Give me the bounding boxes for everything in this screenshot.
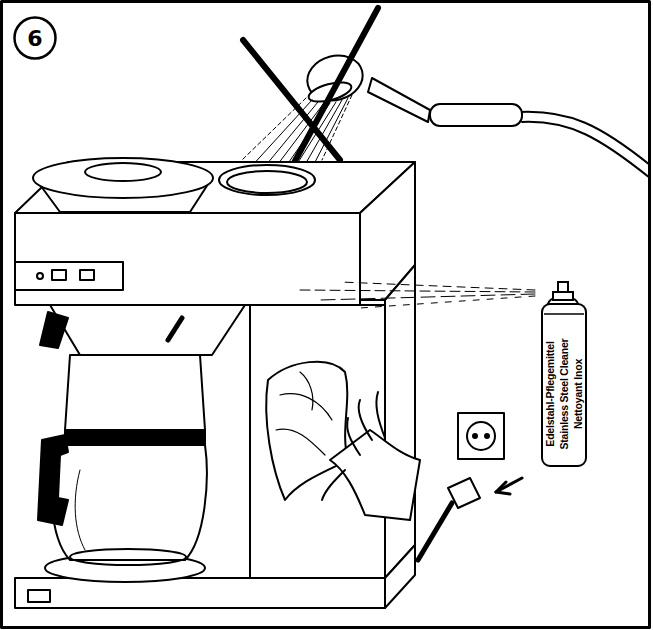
product-label: Stainless Steel Cleaner: [557, 339, 571, 450]
hose: [520, 112, 650, 165]
callout-text-holder: 6: [13, 16, 57, 60]
callout-circle: 6: [13, 16, 57, 60]
can-seam: [544, 313, 584, 315]
spray-can-body: [542, 304, 586, 466]
water-opening: [219, 165, 315, 195]
control-panel: [15, 262, 123, 290]
machine-base: [15, 578, 385, 608]
product-label: Edelstahl-Pflegemittel: [543, 341, 557, 446]
basket-lid: [85, 163, 161, 181]
cloth-fold: [280, 394, 332, 420]
cloth-fold: [276, 429, 325, 455]
filter-handle: [40, 312, 68, 348]
machine-front: [15, 213, 360, 305]
finger: [359, 400, 372, 440]
carafe-collar: [65, 430, 205, 445]
spray-nozzle: [558, 282, 568, 292]
hand: [330, 430, 420, 520]
spray-can: Edelstahl-PflegemittelStainless Steel Cl…: [536, 280, 594, 468]
shower-neck: [368, 78, 430, 122]
shower-head: [302, 50, 367, 107]
drip-spout: [168, 318, 182, 340]
column-side: [385, 265, 415, 578]
can-label-holder: Edelstahl-PflegemittelStainless Steel Cl…: [540, 314, 588, 474]
cloth-fold: [300, 372, 313, 410]
spray-valve: [553, 292, 573, 300]
carafe-bottom: [70, 549, 186, 565]
glass-reflection: [75, 470, 85, 550]
filter-holder: [50, 305, 245, 355]
cleaning-cloth: [266, 362, 348, 500]
filter-basket-rim: [33, 158, 213, 198]
power-cord: [418, 503, 452, 560]
hose: [522, 122, 650, 178]
socket-hole: [473, 434, 477, 438]
callout-number: 6: [27, 26, 42, 51]
carafe-top: [65, 355, 205, 430]
shower-handle: [430, 104, 522, 126]
wall-socket: [458, 413, 504, 459]
product-label: Nettoyant Inox: [571, 359, 585, 429]
callout-circle-shape: [15, 18, 56, 59]
water-opening-inner: [227, 171, 307, 193]
switch: [80, 270, 94, 280]
spray-mist: [300, 282, 535, 308]
base-side: [385, 545, 415, 608]
carafe-handle: [38, 435, 68, 525]
base-foot: [28, 590, 50, 602]
finger: [322, 470, 345, 500]
indicator: [37, 273, 43, 279]
socket-hole: [485, 434, 489, 438]
unplug-arrow-head: [496, 482, 510, 494]
socket-face: [467, 422, 495, 450]
finger: [347, 418, 360, 455]
finger: [376, 392, 385, 438]
carafe-body: [52, 445, 207, 560]
switch: [52, 270, 66, 280]
